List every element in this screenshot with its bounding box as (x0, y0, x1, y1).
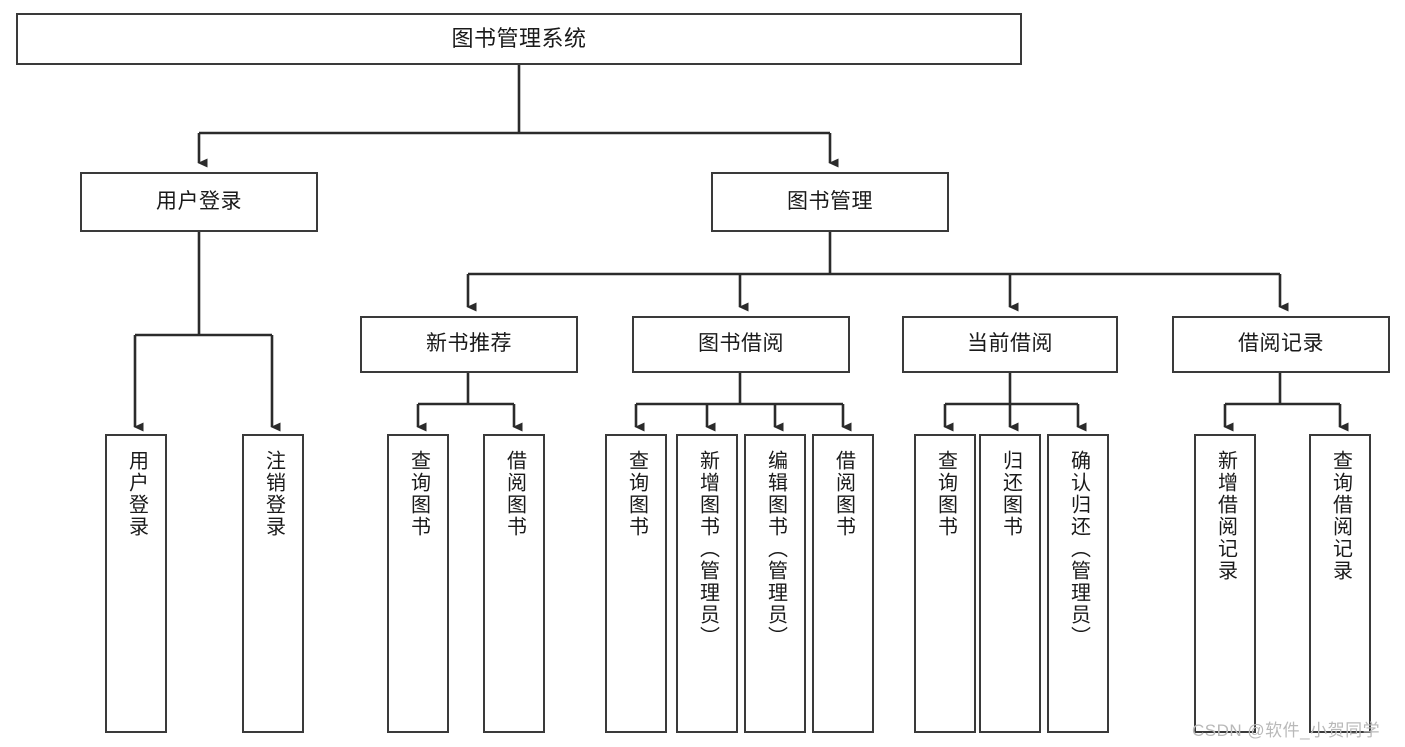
leaf-record-add[interactable]: 新增借阅记录 (1194, 434, 1256, 733)
leaf-borrow-borrow-book[interactable]: 借阅图书 (812, 434, 874, 733)
leaf-new-book-query[interactable]: 查询图书 (387, 434, 449, 733)
leaf-label: 编辑图书（管理员） (764, 450, 787, 648)
leaf-label: 确认归还（管理员） (1067, 450, 1090, 648)
node-book-management-label: 图书管理 (787, 189, 873, 213)
node-current-borrow-label: 当前借阅 (967, 332, 1053, 356)
node-borrow-record-label: 借阅记录 (1238, 332, 1324, 356)
node-new-book-recommend[interactable]: 新书推荐 (360, 316, 578, 373)
leaf-label: 查询图书 (625, 450, 648, 538)
leaf-user-login-login[interactable]: 用户登录 (105, 434, 167, 733)
node-user-login[interactable]: 用户登录 (80, 172, 318, 232)
leaf-label: 查询借阅记录 (1329, 450, 1352, 582)
leaf-borrow-edit-book[interactable]: 编辑图书（管理员） (744, 434, 806, 733)
node-user-login-label: 用户登录 (156, 189, 242, 213)
leaf-label: 归还图书 (999, 450, 1022, 538)
watermark: CSDN @软件_小贺同学 (1192, 721, 1381, 740)
node-borrow-record[interactable]: 借阅记录 (1172, 316, 1390, 373)
leaf-record-query[interactable]: 查询借阅记录 (1309, 434, 1371, 733)
leaf-label: 查询图书 (934, 450, 957, 538)
leaf-borrow-query-book[interactable]: 查询图书 (605, 434, 667, 733)
leaf-label: 新增借阅记录 (1214, 450, 1237, 582)
leaf-label: 借阅图书 (832, 450, 855, 538)
node-new-book-recommend-label: 新书推荐 (426, 332, 512, 356)
leaf-label: 借阅图书 (503, 450, 526, 538)
node-book-borrow[interactable]: 图书借阅 (632, 316, 850, 373)
node-book-borrow-label: 图书借阅 (698, 332, 784, 356)
leaf-label: 用户登录 (125, 450, 148, 538)
leaf-borrow-add-book[interactable]: 新增图书（管理员） (676, 434, 738, 733)
leaf-user-login-logout[interactable]: 注销登录 (242, 434, 304, 733)
leaf-current-return-book[interactable]: 归还图书 (979, 434, 1041, 733)
leaf-label: 查询图书 (407, 450, 430, 538)
leaf-current-confirm-return[interactable]: 确认归还（管理员） (1047, 434, 1109, 733)
node-root-label: 图书管理系统 (451, 26, 587, 52)
leaf-new-book-borrow[interactable]: 借阅图书 (483, 434, 545, 733)
node-root[interactable]: 图书管理系统 (16, 13, 1022, 65)
leaf-label: 新增图书（管理员） (696, 450, 719, 648)
leaf-label: 注销登录 (262, 450, 285, 538)
leaf-current-query-book[interactable]: 查询图书 (914, 434, 976, 733)
node-current-borrow[interactable]: 当前借阅 (902, 316, 1118, 373)
node-book-management[interactable]: 图书管理 (711, 172, 949, 232)
